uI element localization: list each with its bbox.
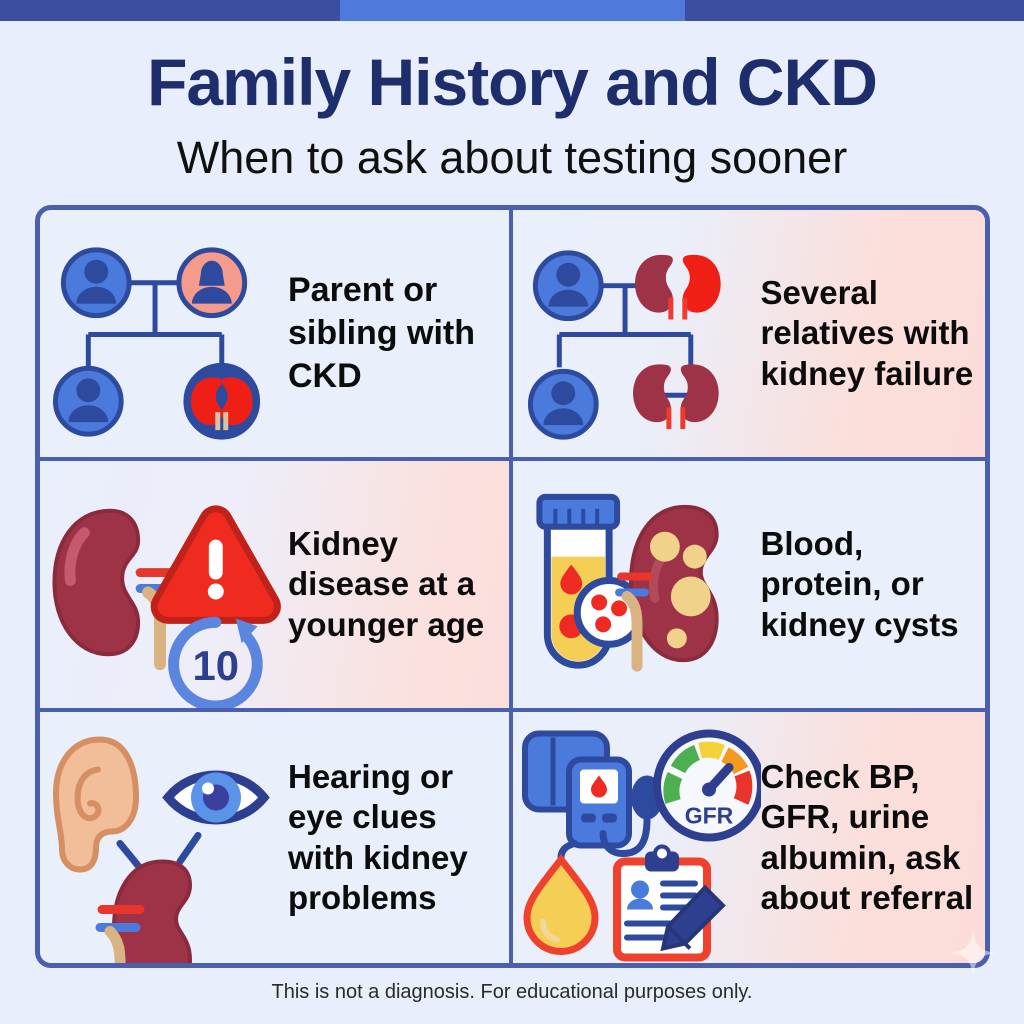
grid-cell-blood-protein-or-kidney-cysts[interactable]: Blood, protein, or kidney cysts: [512, 461, 985, 712]
grid-cell-hearing-or-eye-clues[interactable]: Hearing or eye clues with kidney problem…: [40, 712, 513, 963]
grid-cell-several-relatives-with-kidney-failure[interactable]: Several relatives with kidney failure: [512, 210, 985, 461]
tips-grid: Parent or sibling with CKD: [35, 205, 990, 968]
cell-label: Check BP, GFR, urine albumin, ask about …: [760, 758, 974, 916]
cell-label: Kidney disease at a younger age: [288, 525, 485, 643]
bp-monitor-gfr-gauge-clipboard-icon: GFR: [513, 712, 761, 963]
grid-cell-kidney-disease-at-younger-age[interactable]: 10 Kidney disease at a younger age: [40, 461, 513, 712]
cell-label: Blood, protein, or kidney cysts: [760, 525, 959, 643]
sparkle-watermark-icon: [950, 930, 996, 976]
family-tree-kidney-icon: [40, 210, 288, 457]
cell-label: Hearing or eye clues with kidney problem…: [288, 758, 468, 916]
grid-cell-parent-or-sibling-with-ckd[interactable]: Parent or sibling with CKD: [40, 210, 513, 461]
kidney-warning-clock-icon: 10: [40, 461, 288, 708]
footer-disclaimer: This is not a diagnosis. For educational…: [271, 981, 753, 1003]
page-subtitle: When to ask about testing sooner: [176, 132, 848, 183]
grid-cell-check-bp-gfr-urine-albumin-referral[interactable]: GFR Check BP, GFR, urine albumin, as: [512, 712, 985, 963]
urine-test-tube-cystic-kidney-icon: [513, 461, 761, 708]
top-accent-bar: [0, 0, 1024, 21]
ear-eye-kidney-icon: [40, 712, 288, 963]
badge-number: 10: [193, 642, 240, 689]
page-title: Family History and CKD: [147, 45, 878, 119]
pedigree-kidney-pairs-icon: [513, 210, 761, 457]
cell-label: Several relatives with kidney failure: [760, 274, 974, 392]
cell-label: Parent or sibling with CKD: [288, 271, 475, 395]
top-accent-bar-highlight: [340, 0, 685, 21]
gauge-label: GFR: [684, 803, 733, 829]
